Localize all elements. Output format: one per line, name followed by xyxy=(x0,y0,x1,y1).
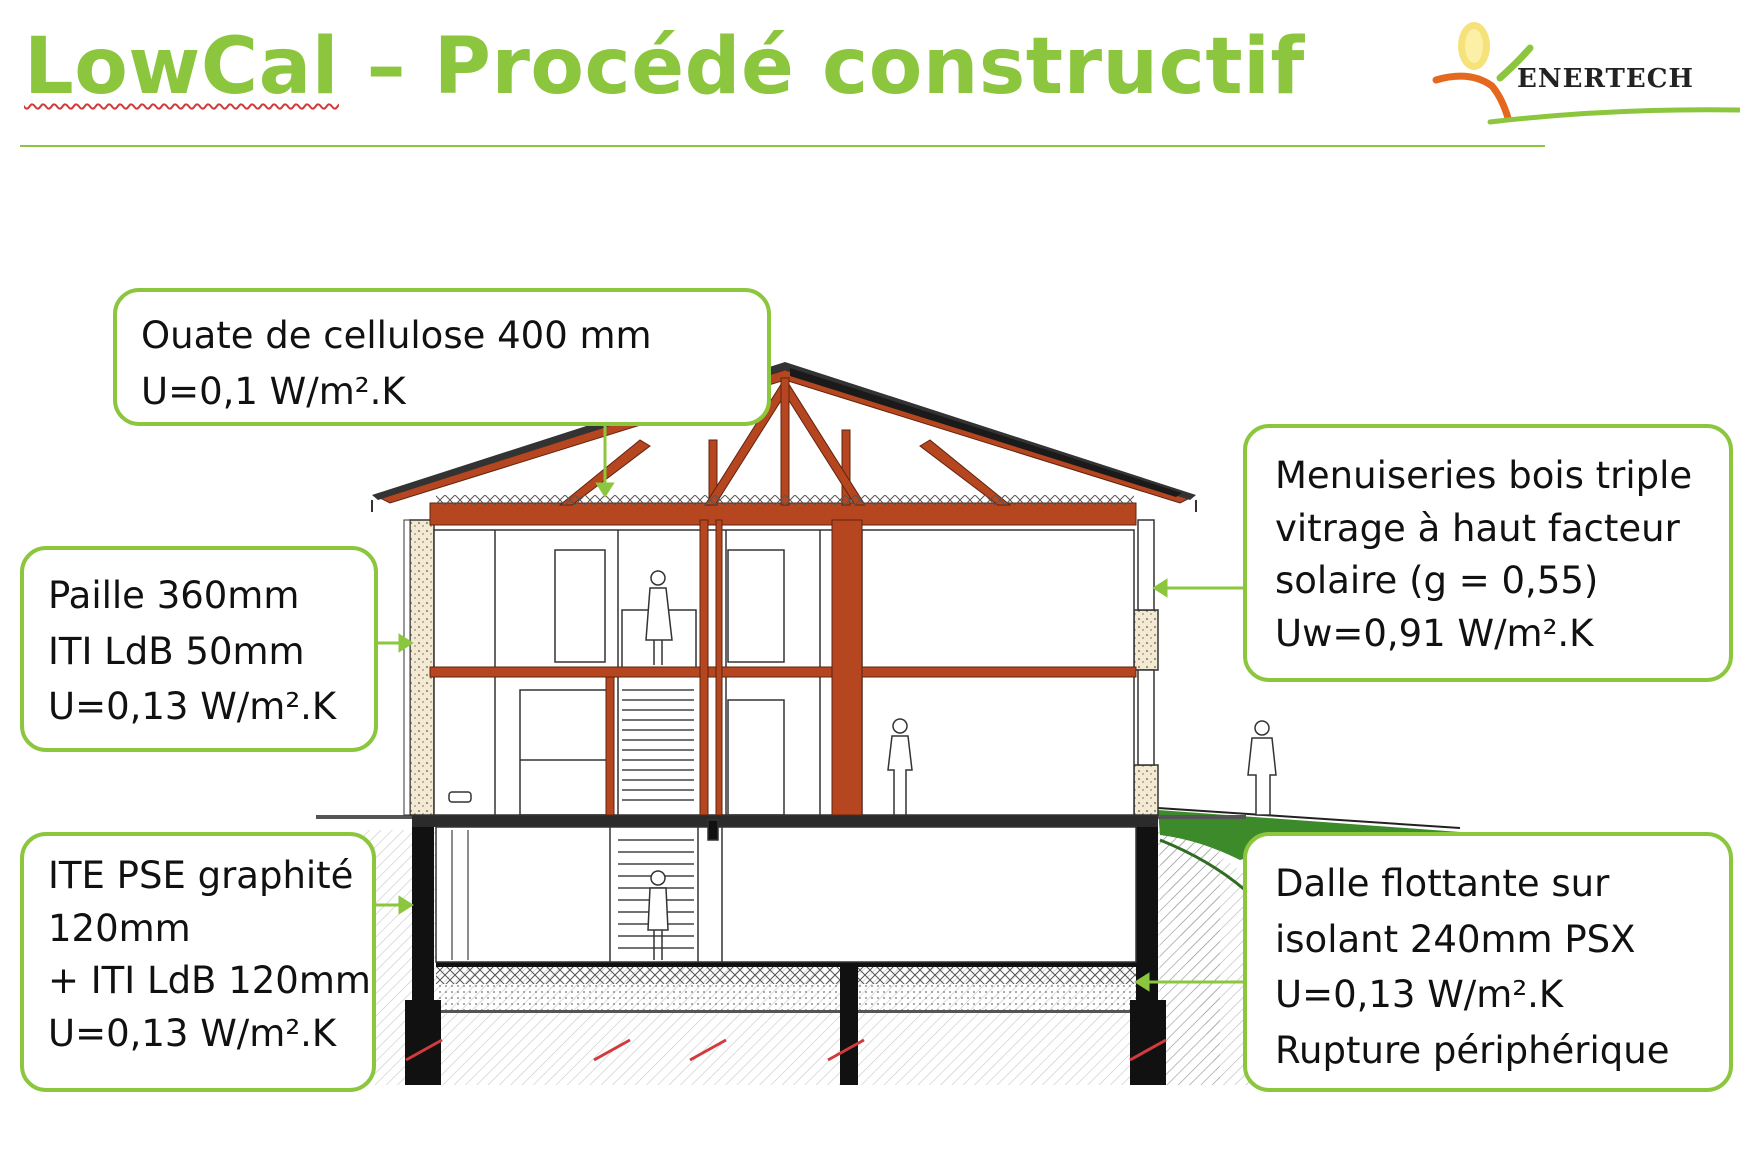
logo-text: ENERTECH xyxy=(1517,64,1694,94)
foundation-walls xyxy=(405,815,1166,1085)
slab-line-4: Rupture périphérique xyxy=(1275,1028,1670,1072)
windows-line-1: Menuiseries bois triple xyxy=(1275,454,1693,497)
windows-line-3: solaire (g = 0,55) xyxy=(1275,559,1599,603)
ite-line-3: + ITI LdB 120mm xyxy=(48,959,371,1003)
straw-walls xyxy=(403,519,1159,816)
callout-exterior-insulation: ITE PSE graphité 120mm + ITI LdB 120mm U… xyxy=(20,832,376,1092)
slide-title: LowCal – Procédé constructif xyxy=(24,22,1305,112)
callout-pointers xyxy=(376,426,1243,992)
sun-figure-logo-icon xyxy=(1432,22,1740,125)
wall-line-3: U=0,13 W/m².K xyxy=(48,685,337,728)
title-rest: – Procédé constructif xyxy=(338,22,1305,112)
slab-line-3: U=0,13 W/m².K xyxy=(1275,973,1564,1016)
roof-line-2: U=0,1 W/m².K xyxy=(141,369,406,413)
ite-line-2: 120mm xyxy=(48,906,191,950)
human-figures xyxy=(645,570,1277,960)
slab-line-1: Dalle flottante sur xyxy=(1275,862,1610,905)
wall-line-2: ITI LdB 50mm xyxy=(48,629,305,673)
callout-floating-slab: Dalle flottante sur isolant 240mm PSX U=… xyxy=(1243,832,1733,1092)
ground-floor-slab xyxy=(412,815,1158,827)
windows-line-2: vitrage à haut facteur xyxy=(1275,506,1680,550)
title-brand: LowCal xyxy=(24,22,339,112)
callout-windows: Menuiseries bois triple vitrage à haut f… xyxy=(1243,424,1733,682)
callout-wall-insulation: Paille 360mm ITI LdB 50mm U=0,13 W/m².K xyxy=(20,546,378,752)
windows-line-4: Uw=0,91 W/m².K xyxy=(1275,611,1594,655)
callout-roof-insulation: Ouate de cellulose 400 mm U=0,1 W/m².K xyxy=(113,288,771,426)
title-underline xyxy=(20,145,1545,147)
slab-line-2: isolant 240mm PSX xyxy=(1275,917,1636,961)
slab-insulation-layer xyxy=(410,962,1160,1013)
roof-line-1: Ouate de cellulose 400 mm xyxy=(141,314,652,357)
basement-interior xyxy=(435,819,1137,963)
ite-line-1: ITE PSE graphité xyxy=(48,854,354,897)
ite-line-4: U=0,13 W/m².K xyxy=(48,1011,337,1055)
roof-covering xyxy=(371,362,1197,512)
pile-marks xyxy=(405,1038,1167,1062)
wall-line-1: Paille 360mm xyxy=(48,574,300,617)
ceiling-insulation xyxy=(436,495,1134,505)
